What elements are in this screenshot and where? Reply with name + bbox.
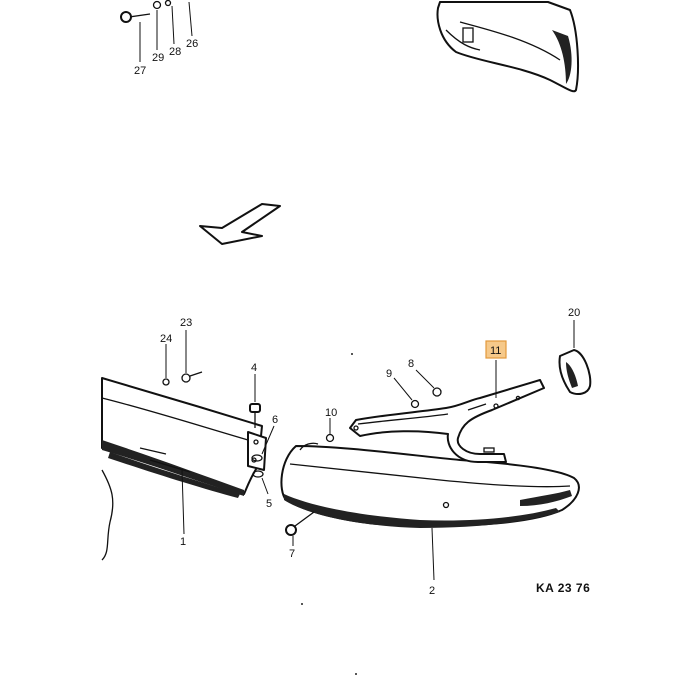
bolt-4 xyxy=(249,374,261,428)
washers-5-6 xyxy=(251,425,275,495)
callout-8: 8 xyxy=(408,358,414,370)
callout-11: 11 xyxy=(490,345,501,357)
callout-10: 10 xyxy=(325,407,337,419)
callout-9: 9 xyxy=(386,368,392,380)
callout-29: 29 xyxy=(152,52,164,64)
callout-7: 7 xyxy=(289,548,295,560)
nut-10 xyxy=(325,418,335,443)
callout-4: 4 xyxy=(251,362,257,374)
highlight-box-11 xyxy=(485,340,507,359)
bolt-assembly-top xyxy=(120,0,193,62)
callout-26: 26 xyxy=(186,38,198,50)
callout-23: 23 xyxy=(180,317,192,329)
drawing-code: KA 23 76 xyxy=(536,581,590,595)
callout-28: 28 xyxy=(169,46,181,58)
fasteners-8-9 xyxy=(393,369,442,409)
callout-20: 20 xyxy=(568,307,580,319)
callout-27: 27 xyxy=(134,65,146,77)
callout-2: 2 xyxy=(429,585,435,597)
callout-24: 24 xyxy=(160,333,172,345)
rubber-pad-20 xyxy=(558,320,592,395)
bracket-11 xyxy=(349,379,545,463)
screw-7 xyxy=(285,511,315,546)
bumper-bar-left xyxy=(101,377,267,561)
bumper-corner xyxy=(280,442,580,528)
callout-1: 1 xyxy=(180,536,186,548)
callout-5: 5 xyxy=(266,498,272,510)
direction-arrow xyxy=(199,203,281,245)
callout-6: 6 xyxy=(272,414,278,426)
nuts-23-24 xyxy=(162,330,203,386)
overrider-top-right xyxy=(436,1,579,93)
